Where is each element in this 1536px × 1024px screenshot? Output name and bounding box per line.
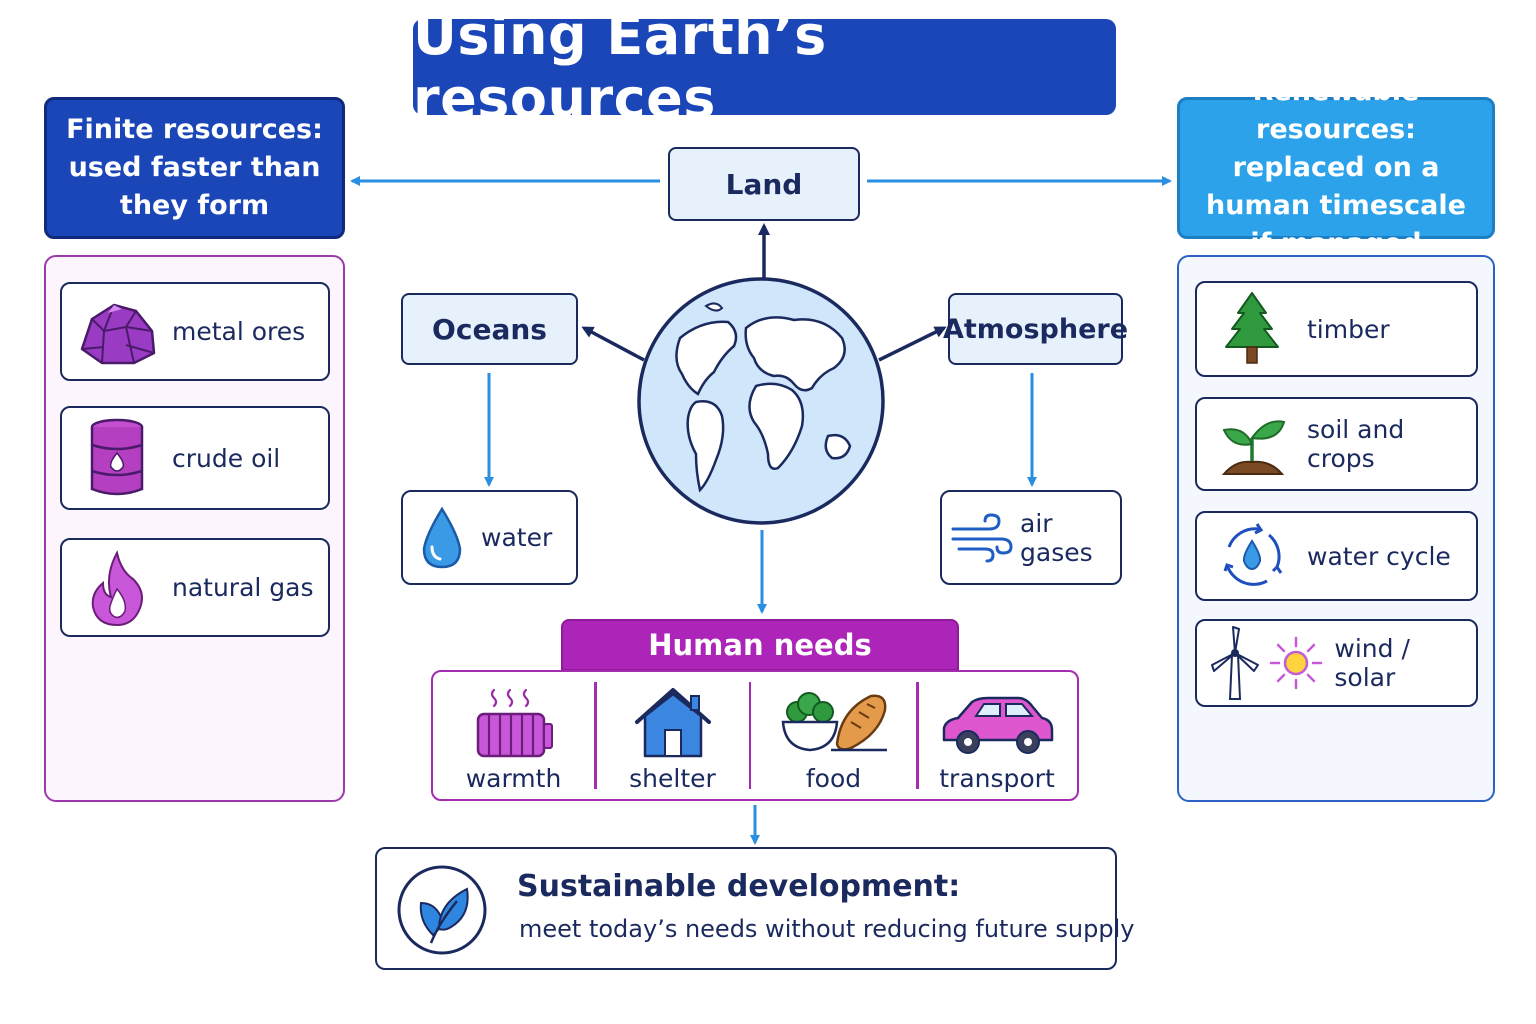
sustainable-subtitle: meet today’s needs without reducing futu… (519, 915, 1135, 943)
radiator-icon (476, 688, 553, 758)
seedling-icon (1197, 408, 1307, 480)
human-needs-header: Human needs (561, 619, 959, 671)
metal-ores-label: metal ores (172, 317, 306, 346)
leaf-icon (397, 865, 487, 955)
needs-divider (748, 682, 751, 789)
oceans-node: Oceans (401, 293, 578, 365)
natural-gas-label: natural gas (172, 573, 314, 602)
timber-label: timber (1307, 314, 1390, 344)
house-icon (634, 688, 711, 758)
water-cycle-icon (1197, 521, 1307, 591)
land-node: Land (668, 147, 860, 221)
water-cycle-label: water cycle (1307, 541, 1451, 571)
car-icon (942, 696, 1054, 754)
crude-oil-label: crude oil (172, 443, 281, 473)
need-shelter: shelter (597, 672, 749, 799)
rock-ore-icon (62, 297, 172, 367)
sustainable-title: Sustainable development: (517, 869, 961, 904)
wind-solar-label: wind / solar (1334, 634, 1410, 692)
finite-item-natural-gas: natural gas (60, 538, 330, 637)
water-card: water (401, 490, 578, 585)
air-gases-label: air gases (1020, 508, 1093, 567)
page-title: Using Earth’s resources (413, 4, 1116, 130)
food-label: food (805, 764, 862, 793)
needs-divider (916, 682, 919, 789)
water-drop-icon (403, 505, 481, 571)
renewable-item-water-cycle: water cycle (1195, 511, 1478, 601)
finite-resources-header: Finite resources: used faster than they … (44, 97, 345, 239)
need-transport: transport (919, 672, 1076, 799)
arrow-globe-to-atmosphere (878, 326, 947, 362)
finite-item-crude-oil: crude oil (60, 406, 330, 510)
sustainable-development-box: Sustainable development: meet today’s ne… (375, 847, 1134, 970)
arrow-globe-to-oceans (581, 326, 645, 362)
pine-tree-icon (1197, 289, 1307, 369)
wind-turbine-and-sun-icon (1197, 625, 1334, 701)
human-needs-box: warmth shelter food (431, 670, 1079, 801)
atmosphere-node: Atmosphere (943, 293, 1128, 365)
renewable-item-soil-crops: soil and crops (1195, 397, 1478, 491)
oil-barrel-icon (62, 417, 172, 499)
finite-item-metal-ores: metal ores (60, 282, 330, 381)
globe-icon (637, 277, 885, 525)
flame-icon (62, 549, 172, 627)
renewable-item-wind-solar: wind / solar (1195, 619, 1478, 707)
need-food: food (751, 672, 916, 799)
need-warmth: warmth (433, 672, 594, 799)
warmth-label: warmth (465, 764, 562, 793)
food-bowl-bread-icon (781, 692, 887, 752)
shelter-label: shelter (629, 764, 716, 793)
transport-label: transport (939, 764, 1055, 793)
needs-divider (594, 682, 597, 789)
wind-icon (942, 512, 1020, 563)
water-label: water (481, 523, 553, 552)
air-gases-card: air gases (940, 490, 1122, 585)
renewable-resources-header: Renewable resources: replaced on a human… (1177, 76, 1495, 259)
soil-crops-label: soil and crops (1307, 415, 1405, 473)
renewable-item-timber: timber (1195, 281, 1478, 377)
